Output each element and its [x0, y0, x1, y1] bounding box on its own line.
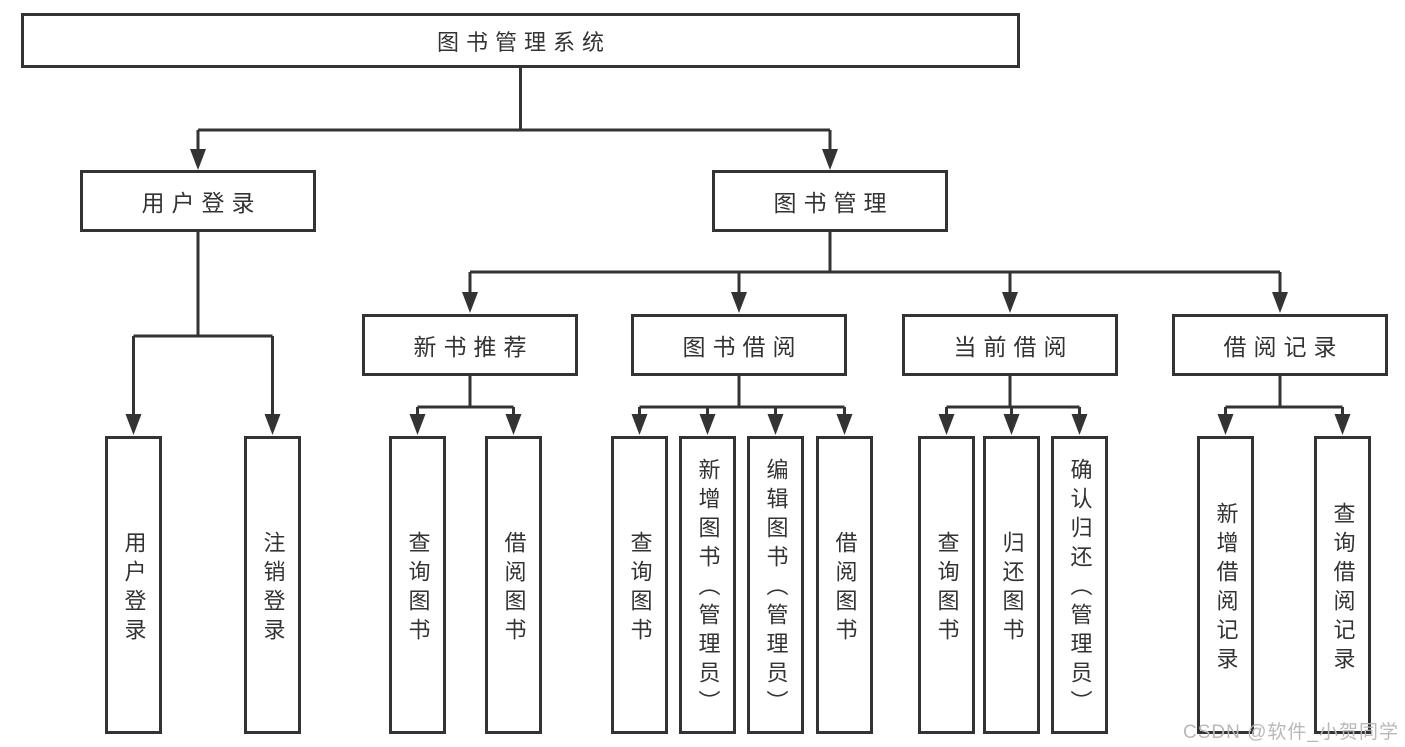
node-book-borrowing: 图书借阅 — [631, 314, 847, 376]
leaf-label: 编辑图书（管理员） — [763, 458, 789, 719]
leaf-label: 查询图书 — [405, 530, 431, 647]
leaf-borrow-books: 借阅图书 — [816, 436, 873, 734]
node-current-borrowing: 当前借阅 — [902, 314, 1118, 376]
leaf-add-borrow-record: 新增借阅记录 — [1197, 436, 1254, 734]
leaf-borrow-books-recommend: 借阅图书 — [485, 436, 542, 734]
leaf-logout-login: 注销登录 — [244, 436, 301, 734]
node-label: 新书推荐 — [413, 334, 534, 360]
leaf-label: 新增图书（管理员） — [695, 458, 721, 719]
node-label: 借阅记录 — [1223, 334, 1344, 360]
leaf-label: 借阅图书 — [832, 530, 858, 647]
leaf-query-borrow-record: 查询借阅记录 — [1314, 436, 1371, 734]
leaf-user-login: 用户登录 — [105, 436, 162, 734]
leaf-label: 确认归还（管理员） — [1067, 458, 1093, 719]
leaf-query-books-recommend: 查询图书 — [389, 436, 446, 734]
leaf-label: 注销登录 — [260, 530, 286, 647]
leaf-label: 归还图书 — [999, 530, 1025, 647]
leaf-confirm-return-admin: 确认归还（管理员） — [1051, 436, 1108, 734]
node-label: 图书管理系统 — [436, 29, 611, 55]
leaf-query-books-current: 查询图书 — [918, 436, 975, 734]
node-book-management: 图书管理 — [712, 170, 948, 232]
node-label: 图书管理 — [773, 190, 894, 216]
node-label: 用户登录 — [141, 190, 262, 216]
node-label: 图书借阅 — [682, 334, 803, 360]
leaf-edit-book-admin: 编辑图书（管理员） — [747, 436, 804, 734]
node-user-login: 用户登录 — [80, 170, 316, 232]
leaf-label: 用户登录 — [121, 530, 147, 647]
leaf-label: 查询图书 — [934, 530, 960, 647]
watermark: CSDN @软件_小贺同学 — [1183, 722, 1399, 743]
node-label: 当前借阅 — [953, 334, 1074, 360]
node-library-management-system: 图书管理系统 — [21, 13, 1020, 68]
node-new-book-recommendation: 新书推荐 — [362, 314, 578, 376]
leaf-return-books: 归还图书 — [983, 436, 1040, 734]
leaf-query-books-borrowing: 查询图书 — [611, 436, 668, 734]
node-borrowing-records: 借阅记录 — [1172, 314, 1388, 376]
leaf-label: 新增借阅记录 — [1213, 501, 1239, 676]
leaf-label: 查询图书 — [627, 530, 653, 647]
leaf-label: 查询借阅记录 — [1330, 501, 1356, 676]
leaf-add-book-admin: 新增图书（管理员） — [679, 436, 736, 734]
leaf-label: 借阅图书 — [501, 530, 527, 647]
